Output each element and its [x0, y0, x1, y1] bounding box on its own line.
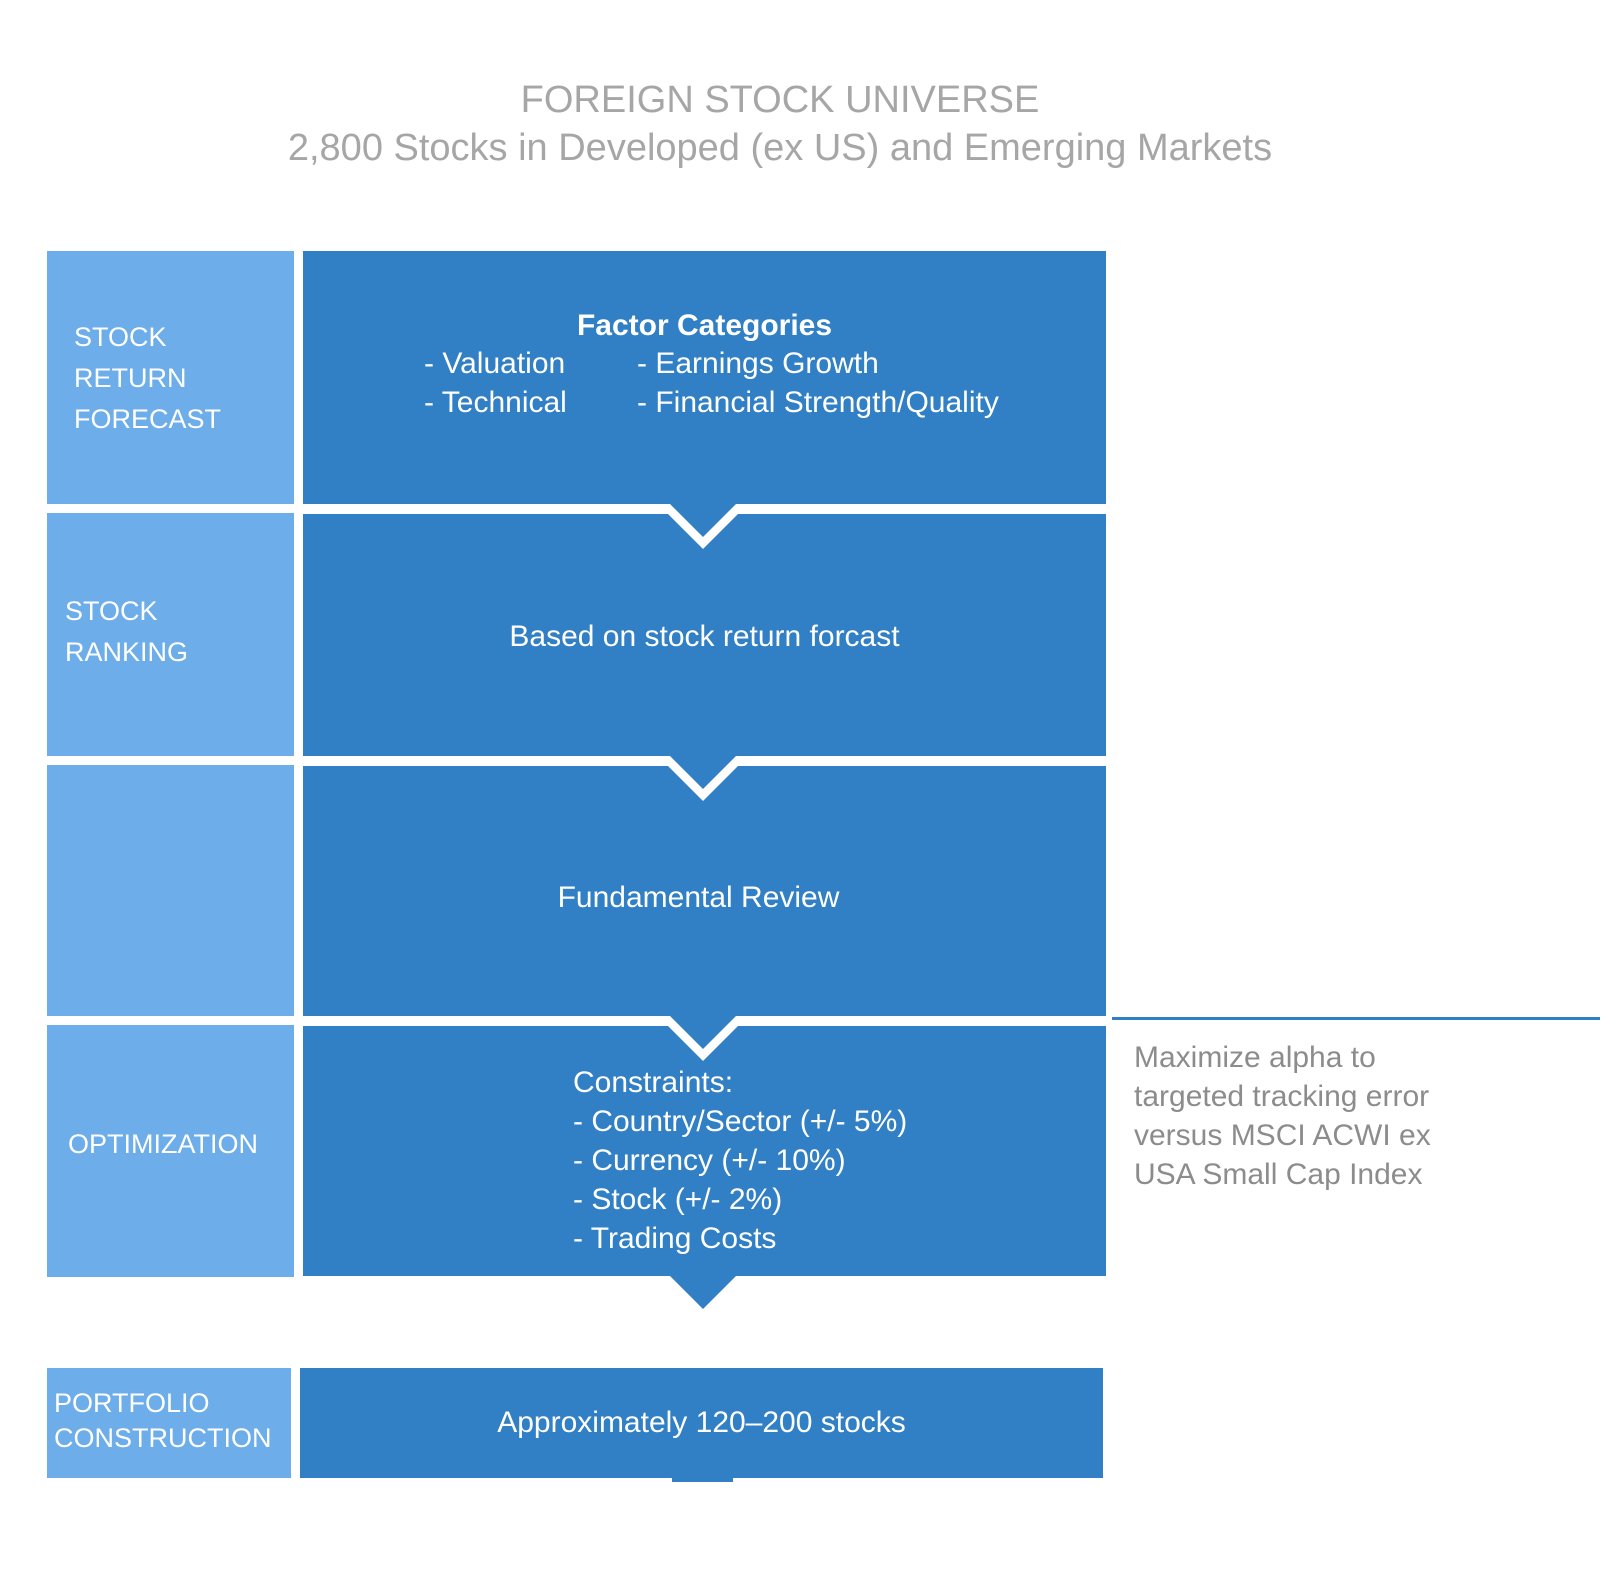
- label-portfolio-construction-text: PORTFOLIO CONSTRUCTION: [54, 1388, 272, 1453]
- constraint-line-2: - Currency (+/- 10%): [573, 1144, 846, 1177]
- label-optimization-text: OPTIMIZATION: [68, 1129, 258, 1159]
- diagram-subtitle: 2,800 Stocks in Developed (ex US) and Em…: [287, 127, 1273, 169]
- review-description: Fundamental Review: [557, 881, 840, 914]
- constraint-line-0: Constraints:: [573, 1066, 734, 1099]
- side-note-text: Maximize alpha to targeted tracking erro…: [1134, 1041, 1431, 1191]
- stage-optimization-content: Constraints: - Country/Sector (+/- 5%) -…: [303, 1026, 1106, 1276]
- stage-review-block: [303, 766, 1106, 1049]
- constraint-line-4: - Trading Costs: [573, 1222, 777, 1255]
- label-stock-return-forecast: STOCK RETURN FORECAST: [47, 251, 294, 504]
- stage-optimization-block: [303, 1026, 1106, 1309]
- factor-categories-heading: Factor Categories: [576, 309, 833, 342]
- stage-forecast-content: Factor Categories - Valuation - Technica…: [303, 251, 1106, 504]
- factor-right-1: - Earnings Growth: [637, 347, 879, 380]
- factor-right-2: - Financial Strength/Quality: [637, 386, 999, 419]
- portfolio-description: Approximately 120–200 stocks: [497, 1406, 906, 1439]
- label-stock-ranking-text: STOCK RANKING: [65, 596, 189, 667]
- stage-portfolio-content: Approximately 120–200 stocks: [300, 1368, 1103, 1478]
- label-portfolio-construction: PORTFOLIO CONSTRUCTION: [47, 1368, 291, 1478]
- diagram-title: FOREIGN STOCK UNIVERSE: [520, 79, 1040, 121]
- label-stock-return-forecast-text: STOCK RETURN FORECAST: [74, 322, 222, 434]
- ranking-description: Based on stock return forcast: [509, 620, 900, 653]
- stage-forecast-block: [303, 251, 1106, 537]
- side-note-divider: [1112, 1017, 1600, 1020]
- stage-ranking-block: [303, 514, 1106, 789]
- label-optimization: OPTIMIZATION: [47, 1025, 294, 1277]
- stage-ranking-content: Based on stock return forcast: [303, 514, 1106, 756]
- constraint-line-1: - Country/Sector (+/- 5%): [573, 1105, 908, 1138]
- label-stock-ranking: STOCK RANKING: [47, 513, 294, 756]
- stage-portfolio-block: [300, 1368, 1103, 1478]
- factor-left-1: - Valuation: [424, 347, 566, 380]
- stage-review-content: Fundamental Review: [303, 766, 1106, 1016]
- stage-portfolio-tab: [672, 1478, 733, 1482]
- constraint-line-3: - Stock (+/- 2%): [573, 1183, 783, 1216]
- factor-left-2: - Technical: [424, 386, 567, 419]
- label-fundamental-review: [47, 765, 294, 1016]
